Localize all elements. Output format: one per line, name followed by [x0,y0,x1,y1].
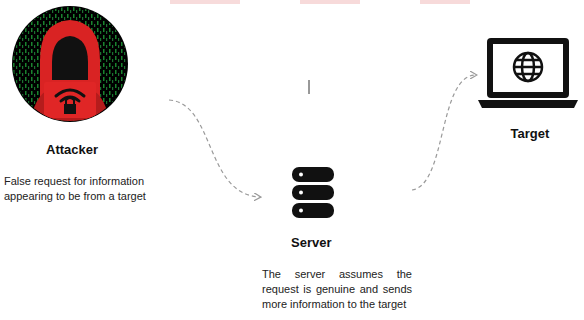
attacker-icon [10,5,130,125]
node-description: The server assumes the request is genuin… [262,267,412,312]
target-node: Target [478,36,582,142]
attacker-node: AttackerFalse request for information ap… [4,4,169,204]
dashed-connector [169,100,260,197]
node-heading: Attacker [46,142,169,158]
node-heading: Server [291,235,412,251]
cursor-mark [309,80,310,94]
server-icon [292,167,334,218]
laptop-icon [478,38,578,108]
dashed-connector [412,75,476,190]
server-node: ServerThe server assumes the request is … [262,163,412,312]
top-smudge [170,0,470,4]
node-description: False request for information appearing … [4,174,169,204]
node-heading: Target [478,126,582,142]
